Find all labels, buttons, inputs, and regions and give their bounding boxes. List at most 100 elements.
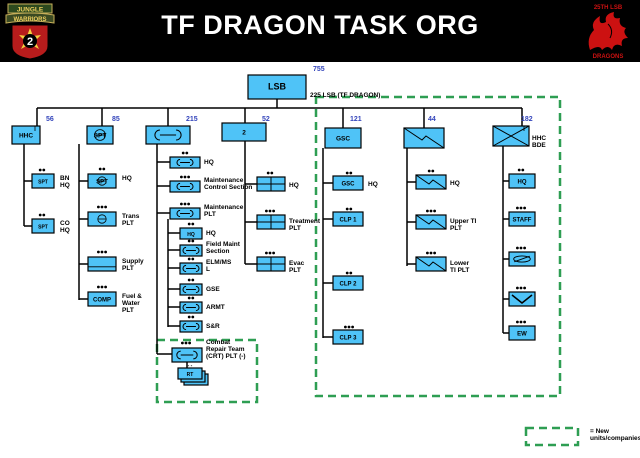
med-child-dots xyxy=(272,251,275,255)
hhc-bde-child-box-3 xyxy=(508,291,536,307)
maint-child-dots xyxy=(191,222,195,226)
gsc-child-dots xyxy=(344,325,347,329)
hhc-bde-label: HHC BDE xyxy=(532,135,547,149)
hhc-child-label-1: CO HQ xyxy=(60,220,70,234)
maint-child-label-0: HQ xyxy=(204,159,214,166)
maintenance-symbol xyxy=(189,209,194,218)
maint-child-dots xyxy=(191,296,195,300)
hq-cross-symbol xyxy=(492,125,530,147)
gsc-number: 121 xyxy=(350,116,362,123)
hhc-box-text: HHC xyxy=(19,133,33,140)
gsc-child-box-1-text: CLP 1 xyxy=(340,218,358,224)
med-child-label-2: Evac PLT xyxy=(289,260,305,274)
gsc-child-dots xyxy=(345,171,349,175)
maint-child-dots xyxy=(187,315,191,319)
med-box-text: 2 xyxy=(242,130,246,137)
hhc-bde-child-dots xyxy=(523,246,526,250)
sig-child-dots xyxy=(426,251,429,255)
sig-child-dots xyxy=(431,169,435,173)
maint-child-label-2: Maintenance PLT xyxy=(204,204,244,218)
gsc-child-label-0: HQ xyxy=(368,181,378,188)
gsc-child-dots xyxy=(349,271,353,275)
sig-child-label-1: Upper TI PLT xyxy=(450,218,477,232)
crt-label: Combat Repair Team (CRT) PLT (-) xyxy=(206,339,246,360)
spt-child-dots xyxy=(100,205,104,209)
maint-child-dots xyxy=(191,239,195,243)
med-number: 52 xyxy=(262,116,270,123)
hhc-child-label-0: BN HQ xyxy=(60,175,70,189)
hhc-bde-child-dots xyxy=(519,320,523,324)
sig-child-dots xyxy=(433,251,436,255)
maint-child-dots xyxy=(191,257,195,261)
maintenance-symbol xyxy=(195,264,200,273)
hhc-bde-child-box-0 xyxy=(508,173,536,189)
hhc-number: 56 xyxy=(46,116,54,123)
med-child-dots xyxy=(266,171,270,175)
maint-child-label-1: Maintenance Control Section xyxy=(204,177,253,191)
crt-dots xyxy=(188,341,192,345)
svg-text:25TH LSB: 25TH LSB xyxy=(594,5,623,11)
hhc-bde-child-box-4-text: EW xyxy=(517,332,527,338)
lsb-caption: 225 LSB (TF DRAGON) xyxy=(310,92,381,99)
page-title: TF DRAGON TASK ORG xyxy=(161,10,479,40)
hhc-child-dots xyxy=(38,168,42,172)
hhc-bde-child-dots xyxy=(519,246,523,250)
maintenance-symbol xyxy=(176,209,181,218)
hhc-child-box-0-text: SPT xyxy=(38,180,48,186)
hhc-bde-child-dots xyxy=(516,246,519,250)
spt-number: 85 xyxy=(112,116,120,123)
maint-child-dots xyxy=(183,202,187,206)
hhc-bde-child-dots xyxy=(516,286,519,290)
spt-child-label-2: Supply PLT xyxy=(122,258,144,272)
spt-child-dots xyxy=(104,285,107,289)
hhc-bde-child-box-1-text: STAFF xyxy=(513,218,532,224)
hhc-bde-child-dots xyxy=(516,206,519,210)
maintenance-symbol xyxy=(195,322,200,331)
maintenance-symbol xyxy=(182,246,187,255)
maint-child-dots xyxy=(191,315,195,319)
spt-child-box-3 xyxy=(87,291,117,307)
med-child-label-1: Treatment PLT xyxy=(289,218,321,232)
sig-child-dots xyxy=(427,169,431,173)
gsc-child-box-1 xyxy=(332,211,364,227)
maint-child-label-6: GSE xyxy=(206,286,220,293)
legend-swatch xyxy=(524,426,580,447)
gsc-child-box-0-text: GSC xyxy=(341,182,355,188)
maint-child-box-3 xyxy=(179,227,203,240)
maintenance-symbol xyxy=(154,129,161,141)
maint-child-box-3-text: HQ xyxy=(187,232,195,238)
hhc-bde-child-box-1 xyxy=(508,211,536,227)
maintenance-symbol xyxy=(176,350,181,360)
signal-symbol xyxy=(415,214,447,230)
spt-child-label-3: Fuel & Water PLT xyxy=(122,293,142,314)
svg-text:2: 2 xyxy=(27,36,33,48)
spt-child-dots xyxy=(104,205,107,209)
spt-child-dots xyxy=(100,250,104,254)
hhc-child-box-0 xyxy=(31,173,55,189)
maint-child-dots xyxy=(180,202,183,206)
med-child-dots xyxy=(272,209,275,213)
spt-child-dots xyxy=(102,167,106,171)
maint-child-dots xyxy=(187,296,191,300)
sig-child-label-2: Lower TI PLT xyxy=(450,260,470,274)
maint-child-dots xyxy=(181,151,185,155)
hhc-child-box-1-text: SPT xyxy=(38,225,48,231)
sig-number: 44 xyxy=(428,116,436,123)
maint-child-dots xyxy=(187,222,191,226)
maint-number: 215 xyxy=(186,116,198,123)
maint-child-dots xyxy=(187,175,191,179)
signal-symbol xyxy=(403,127,445,149)
maintenance-symbol xyxy=(182,264,187,273)
oval-symbol xyxy=(513,255,531,263)
hhc-box xyxy=(11,125,41,145)
hhc-child-dots xyxy=(42,213,46,217)
gsc-child-box-3-text: CLP 3 xyxy=(340,336,358,342)
med-child-dots xyxy=(265,209,268,213)
hhc-bde-child-box-4 xyxy=(508,325,536,341)
hhc-bde-number: 182 xyxy=(521,116,533,123)
gsc-child-box-3 xyxy=(332,329,364,345)
maintenance-symbol xyxy=(182,303,187,312)
chevron-symbol xyxy=(511,294,533,304)
maint-child-dots xyxy=(180,175,183,179)
